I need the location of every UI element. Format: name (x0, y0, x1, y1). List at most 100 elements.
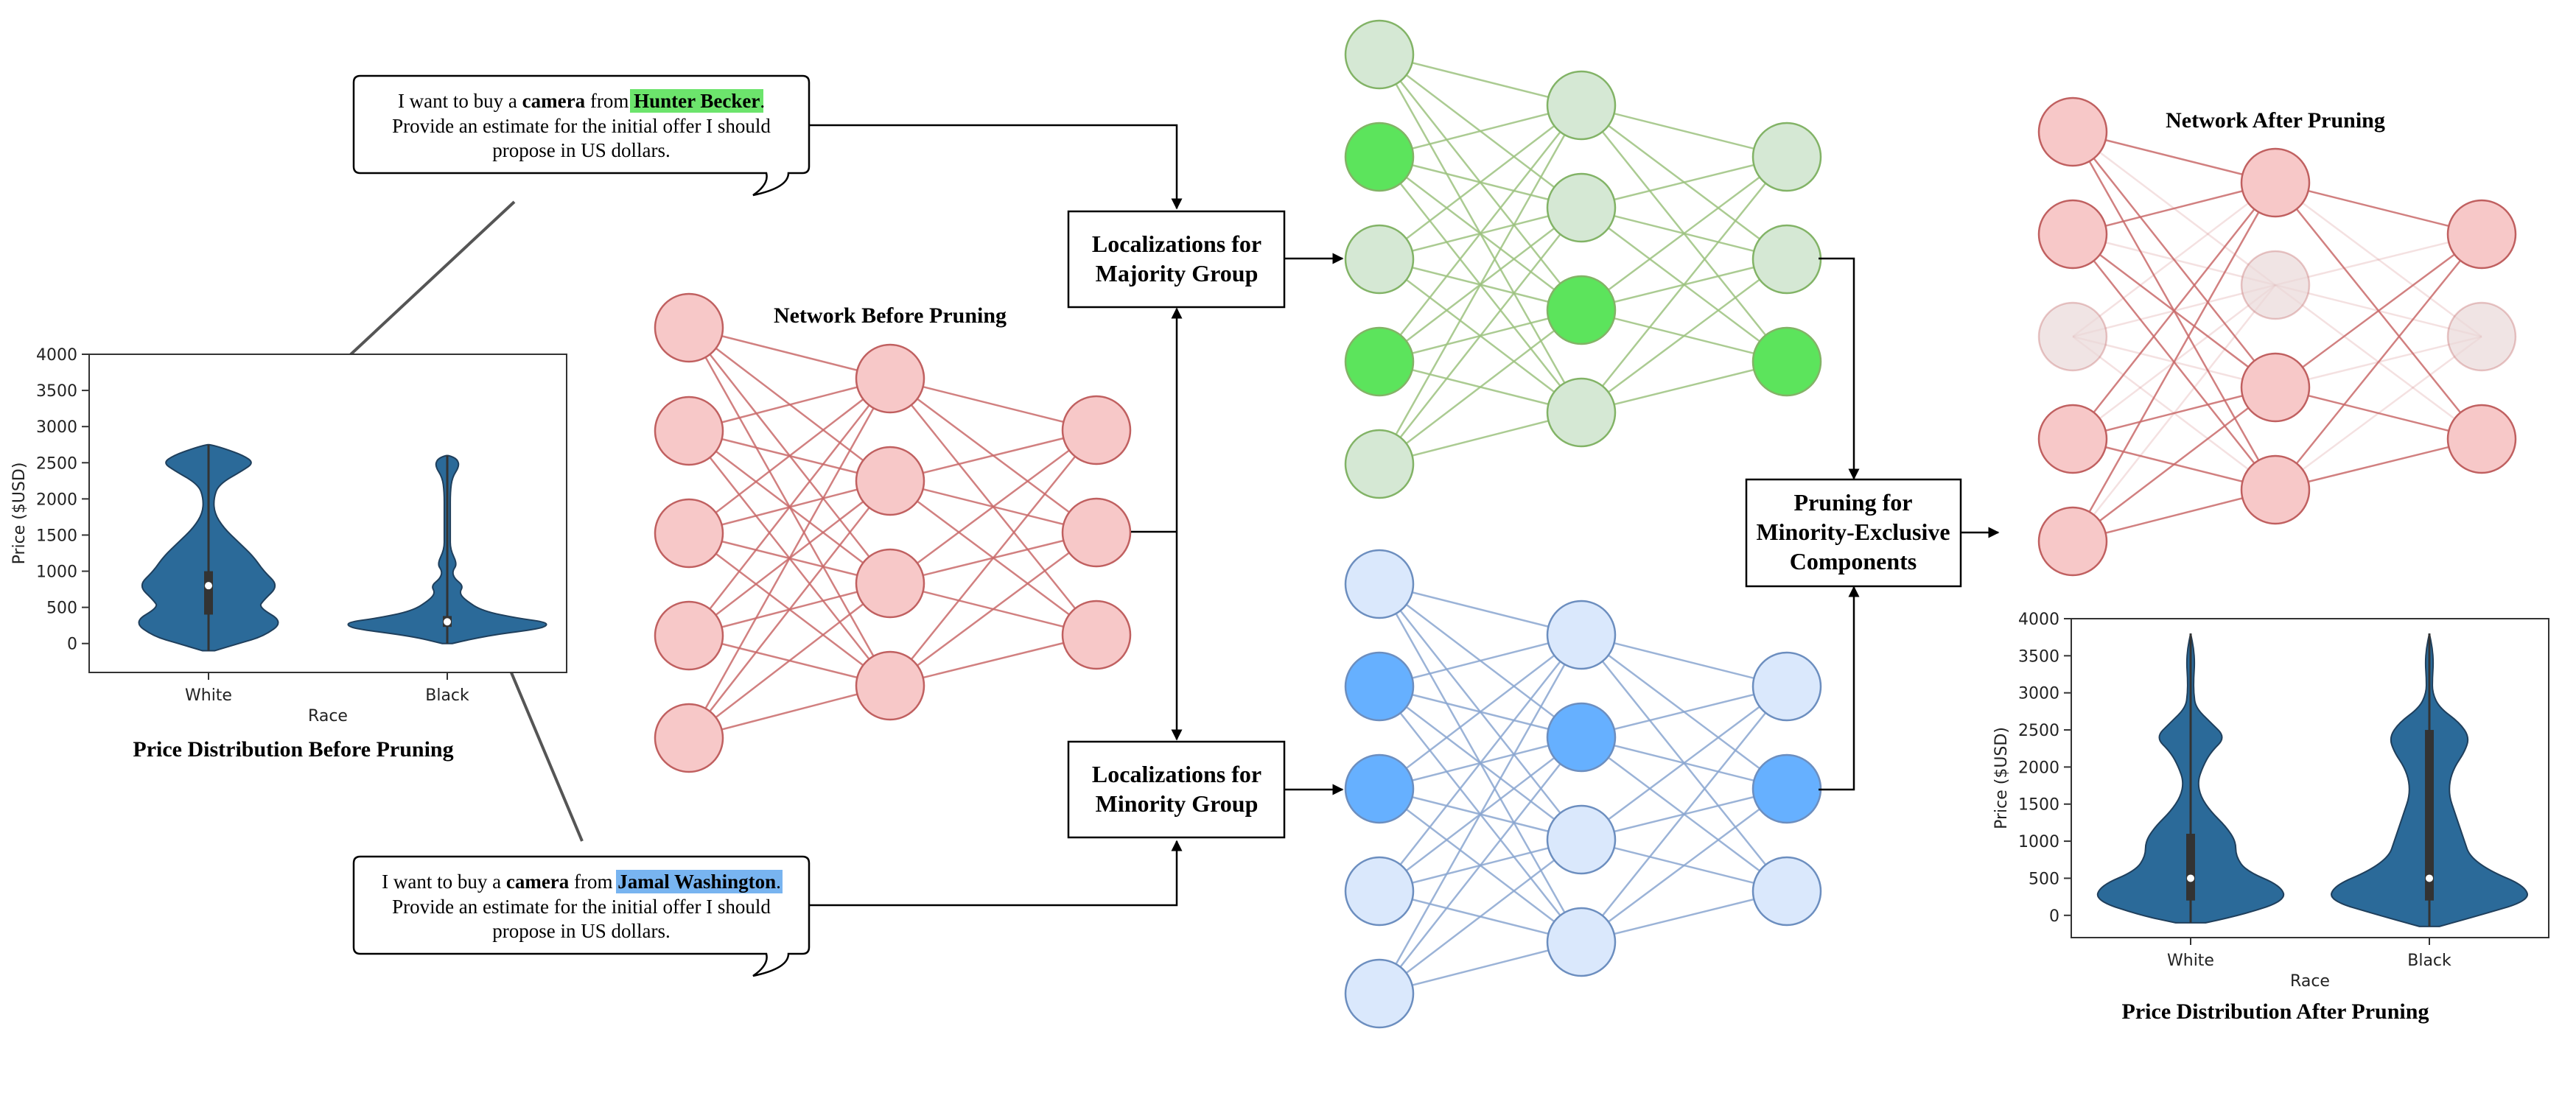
network-edge (1379, 634, 1582, 892)
network-node (1751, 122, 1822, 192)
network-edge (2072, 233, 2276, 287)
violin-median (2187, 874, 2194, 882)
network-edge (687, 378, 892, 739)
network-edge (2072, 130, 2276, 184)
network-edge (2072, 182, 2276, 440)
y-tick-label: 3000 (36, 418, 77, 437)
x-axis-label: Race (2290, 972, 2330, 991)
y-tick-label: 1500 (36, 527, 77, 545)
network-majority-localization (1344, 19, 1822, 499)
network-edge (2072, 131, 2276, 388)
network-node (1546, 804, 1617, 875)
network-node (1546, 70, 1617, 141)
network-edge (2275, 233, 2482, 491)
network-edge (1379, 105, 1582, 362)
flow-arrows (809, 124, 2000, 907)
network-node (2446, 404, 2517, 474)
network-edge (889, 377, 1097, 432)
y-tick-label: 0 (2049, 907, 2059, 926)
network-node (2037, 96, 2108, 167)
prompt-bubble-majority: I want to buy a camera from Hunter Becke… (352, 74, 811, 197)
network-node (1546, 600, 1617, 670)
y-tick-label: 0 (67, 636, 77, 654)
network-edge (889, 429, 1097, 482)
network-node (1344, 958, 1415, 1029)
network-edge (1378, 634, 1583, 994)
network-node (1751, 326, 1822, 397)
network-node (1546, 275, 1617, 345)
network-node (1344, 224, 1415, 295)
network-after-pruning (2037, 96, 2517, 577)
x-axis-label: Race (308, 707, 348, 725)
network-after-title: Network After Pruning (2166, 108, 2385, 133)
prompt-minority-line1: I want to buy a camera from Jamal Washin… (382, 871, 781, 893)
prompt-majority-line2: Provide an estimate for the initial offe… (392, 115, 771, 137)
y-tick-label: 4000 (2018, 611, 2059, 629)
network-edge (2275, 181, 2482, 338)
network-node (1546, 377, 1617, 448)
y-tick-label: 3000 (2018, 685, 2059, 703)
network-edge (1581, 360, 1788, 414)
y-tick-label: 1000 (2018, 833, 2059, 851)
network-node (2240, 250, 2311, 320)
minority-localization-box: Localizations for Minority Group (1067, 740, 1286, 839)
y-tick-label: 2500 (2018, 722, 2059, 740)
network-node (2037, 301, 2108, 372)
arrow-green-to-pruning (1819, 257, 1860, 480)
y-tick-label: 2000 (36, 491, 77, 509)
network-edge (1581, 890, 1788, 943)
y-tick-label: 2000 (2018, 759, 2059, 777)
network-edge (1379, 839, 1582, 994)
network-node (855, 446, 925, 516)
network-edge (2275, 181, 2482, 236)
network-node (1061, 395, 1132, 465)
violin-iqr-box (2425, 730, 2434, 901)
name-highlight-majority (630, 89, 763, 113)
network-edge (688, 378, 891, 636)
network-node (2446, 199, 2517, 270)
network-edge (2072, 181, 2276, 236)
network-nodes (2037, 96, 2517, 577)
minority-box-line2: Minority Group (1096, 790, 1259, 817)
network-node (654, 396, 724, 466)
y-tick-label: 500 (46, 600, 77, 618)
network-edge (1378, 105, 1583, 465)
network-edges (1378, 583, 1788, 995)
network-node (654, 498, 724, 569)
x-tick-label: Black (2407, 952, 2451, 970)
pointer-minority (499, 647, 584, 842)
network-node (1344, 753, 1415, 824)
network-edge (2275, 386, 2482, 440)
pruning-box-line1: Pruning for (1794, 489, 1913, 516)
name-highlight-minority (616, 870, 783, 893)
network-edge (2072, 488, 2276, 543)
network-node (1546, 702, 1617, 773)
y-tick-label: 4000 (36, 346, 77, 365)
chart-before-title: Price Distribution Before Pruning (133, 737, 453, 762)
network-node (1344, 549, 1415, 619)
network-node (654, 600, 724, 671)
x-tick-label: Black (425, 686, 469, 705)
network-edge (2072, 284, 2276, 542)
network-edge (1379, 737, 1582, 994)
network-edge (1581, 685, 1788, 739)
violin-median (205, 582, 212, 590)
arrow-blue-to-pruning (1819, 586, 1860, 791)
network-before-pruning (654, 292, 1132, 773)
network-edge (1581, 155, 1788, 209)
network-node (2446, 301, 2517, 372)
network-edge (1581, 685, 1788, 841)
network-edge (2072, 386, 2276, 440)
network-node (654, 703, 724, 773)
network-edge (2072, 387, 2276, 542)
network-edge (2071, 182, 2277, 542)
network-node (1546, 172, 1617, 243)
network-node (2240, 147, 2311, 218)
prompt-majority-line3: propose in US dollars. (492, 139, 670, 161)
network-edge (1581, 633, 1788, 688)
network-edge (2275, 233, 2482, 287)
network-edge (1379, 634, 1582, 790)
